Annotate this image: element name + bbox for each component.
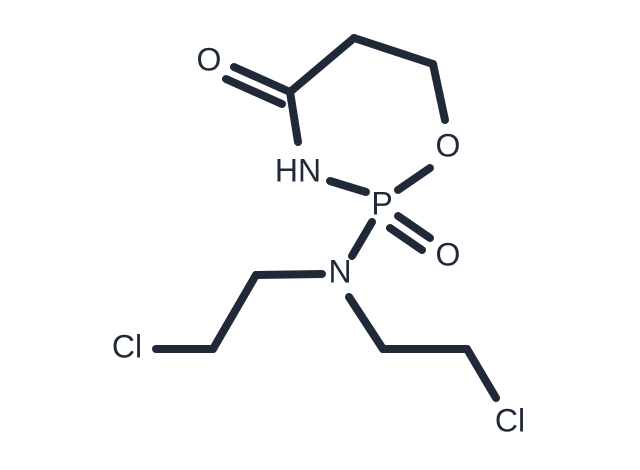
bond-c6-o1 [429,60,449,124]
bond-p-n3 [326,177,370,196]
bond-ca1-ca2 [209,271,260,353]
atom-o-phosphoryl: O [436,236,461,272]
atom-o-ring: O [436,127,461,163]
atom-cl-right: Cl [495,402,525,438]
bond-o1-p [394,164,434,194]
atom-cl-left: Cl [112,328,142,364]
bond-cb2-cl [463,345,500,402]
bond-p-o-double-b [386,224,426,254]
bond-c4-c5 [286,34,358,96]
bond-c4-o-double-b [222,75,286,108]
atom-p: P [371,185,392,221]
atom-n: N [328,253,351,289]
bond-c4-o-double-a [230,63,294,96]
bond-n-ca1 [252,270,326,279]
atom-nh: HN [275,152,321,188]
bond-n-cb1 [345,293,387,353]
atom-o-carbonyl: O [197,41,222,77]
bond-p-o-double-a [394,212,434,242]
bond-n3-c4 [286,88,302,146]
bond-c5-c6 [350,34,437,68]
bond-p-n [348,218,376,260]
